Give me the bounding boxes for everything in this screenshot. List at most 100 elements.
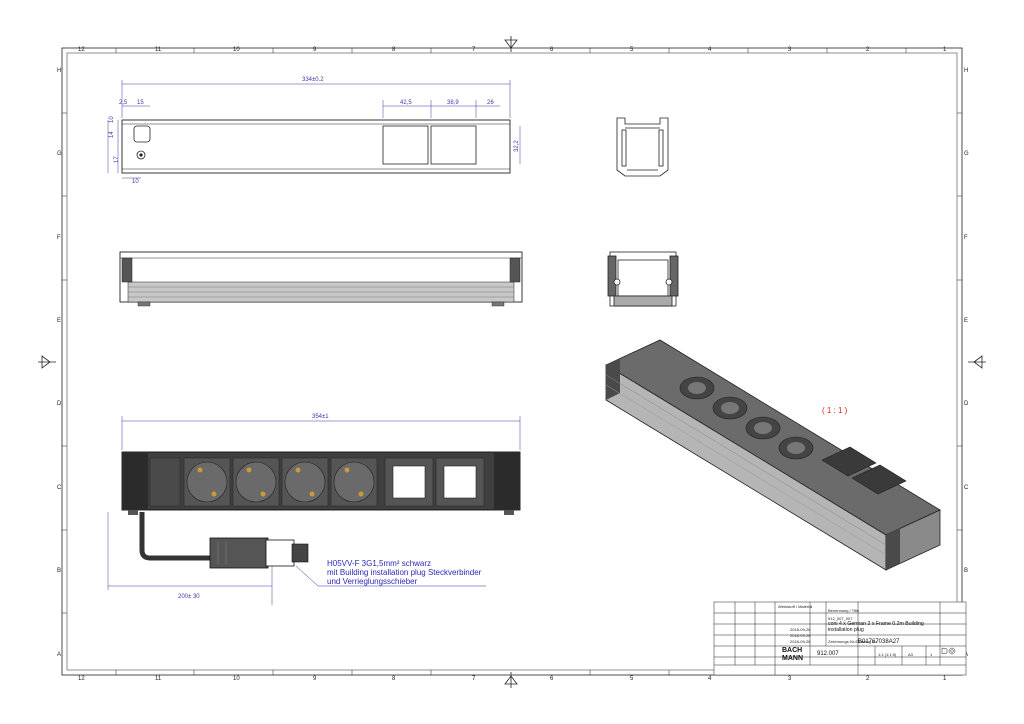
cable-and-plug	[139, 512, 309, 569]
front-frame-module	[435, 457, 485, 507]
sheet-inner-border	[66, 52, 958, 671]
dim-label: 2,5	[119, 100, 128, 106]
grid-row-label: C	[964, 485, 969, 491]
sheet-border	[61, 47, 963, 676]
grid-col-label: 5	[630, 47, 634, 53]
dim-front-overall: 354±1	[312, 414, 329, 420]
isometric-view	[605, 339, 941, 571]
grid-col-label: 1	[943, 676, 947, 682]
front-socket	[232, 457, 280, 507]
grid-row-label: A	[57, 652, 61, 658]
grid-row-label: E	[964, 318, 968, 324]
tb-description-wrap: coni 4 x German 2 x Frame 0.2m Building …	[828, 621, 924, 633]
grid-col-label: 8	[392, 47, 396, 53]
grid-row-label: C	[57, 485, 62, 491]
grid-col-label: 4	[708, 47, 712, 53]
tb-date: 2018-09-26	[790, 627, 811, 632]
grid-col-label: 12	[78, 47, 85, 53]
grid-row-label: B	[964, 568, 968, 574]
grid-col-label: 7	[472, 47, 476, 53]
isometric-socket	[679, 376, 715, 400]
tb-designation-ref: 912_007_007	[828, 616, 853, 621]
top-view-slot	[133, 125, 151, 143]
grid-row-label: G	[57, 151, 62, 157]
tb-description: coni 4 x German 2 x Frame 0.2m Building …	[828, 621, 924, 633]
grid-col-label: 7	[472, 676, 476, 682]
side-profile-top	[616, 117, 669, 177]
cable-note-line1: H05VV-F 3G1,5mm² schwarz	[327, 559, 431, 568]
grid-col-label: 10	[233, 47, 240, 53]
grid-row-label: D	[57, 401, 62, 407]
grid-row-label: B	[57, 568, 61, 574]
grid-col-label: 2	[866, 47, 870, 53]
tb-material-label: Werkstoff / Material	[778, 604, 812, 609]
front-view-dimension-lines	[107, 416, 521, 605]
cable-note-line2: mit Building installation plug Steckverb…	[327, 568, 482, 577]
dim-label: 15	[137, 100, 144, 106]
grid-row-label: E	[57, 318, 61, 324]
projection-symbol-icon	[941, 647, 956, 655]
dim-overall-length: 334±0.2	[302, 77, 324, 83]
dim-label: 10	[132, 179, 139, 185]
side-view-end-cap-left	[121, 257, 133, 283]
grid-row-label: H	[964, 68, 968, 74]
top-view-dimension-lines	[107, 80, 521, 179]
dim-height: 32,2	[514, 140, 520, 152]
brand-logo-line1: BACH	[782, 647, 802, 654]
front-frame-module	[384, 457, 434, 507]
grid-col-label: 6	[550, 47, 554, 53]
tb-date: 2018-09-26	[790, 639, 811, 644]
grid-row-labels: H G F E D C B A H G F E D C B A	[57, 68, 969, 658]
tb-drawing-no: B01767038A27	[858, 639, 900, 645]
grid-col-label: 2	[866, 676, 870, 682]
centering-marks	[38, 36, 986, 688]
isometric-socket	[778, 436, 814, 460]
isometric-frame	[851, 464, 907, 495]
tb-date: 2018-09-26	[790, 633, 811, 638]
dim-label: 10	[109, 116, 115, 123]
dim-label: 42,5	[400, 100, 412, 106]
tb-sheet: 1	[930, 652, 933, 657]
grid-row-label: D	[964, 401, 969, 407]
grid-row-label: F	[57, 235, 61, 241]
side-view-end-cap-right	[509, 257, 521, 283]
top-view-frame-opening	[382, 125, 429, 165]
brand-logo-line2: MANN	[782, 655, 803, 662]
grid-col-label: 9	[313, 676, 317, 682]
grid-col-label: 3	[788, 47, 792, 53]
grid-col-label: 1	[943, 47, 947, 53]
dim-label: 26	[487, 100, 494, 106]
dim-label: 17	[114, 156, 120, 163]
grid-row-label: G	[964, 151, 969, 157]
dim-label: 38,9	[447, 100, 459, 106]
grid-col-label: 3	[788, 676, 792, 682]
grid-col-label: 4	[708, 676, 712, 682]
grid-col-label: 12	[78, 676, 85, 682]
tb-scale: 1:1 (1:1.5)	[878, 652, 897, 657]
tb-format: A3	[908, 652, 914, 657]
front-socket	[281, 457, 329, 507]
grid-col-label: 11	[155, 676, 162, 682]
dim-label: 14	[109, 131, 115, 138]
tb-drawing-no-label: Zeichnungs-Nr./Drawing no.	[828, 639, 878, 644]
grid-row-label: H	[57, 68, 61, 74]
grid-col-label: 11	[155, 47, 162, 53]
tb-designation-label: Benennung / Title	[828, 608, 860, 613]
isometric-frame	[821, 446, 877, 477]
grid-row-label: F	[964, 235, 968, 241]
building-installation-plug	[209, 537, 269, 569]
grid-col-label: 5	[630, 676, 634, 682]
top-view-frame-opening	[430, 125, 477, 165]
grid-col-label: 10	[233, 676, 240, 682]
grid-column-labels: 12 11 10 9 8 7 6 5 4 3 2 1 12 11 10 9 8 …	[78, 47, 947, 682]
grid-col-label: 9	[313, 47, 317, 53]
grid-col-label: 6	[550, 676, 554, 682]
isometric-socket	[712, 396, 748, 420]
end-view	[607, 251, 679, 307]
tb-part-no: 912.007	[817, 651, 839, 657]
front-socket	[183, 457, 231, 507]
side-view	[119, 251, 523, 307]
scale-label: ( 1 : 1 )	[822, 406, 848, 415]
grid-col-label: 8	[392, 676, 396, 682]
